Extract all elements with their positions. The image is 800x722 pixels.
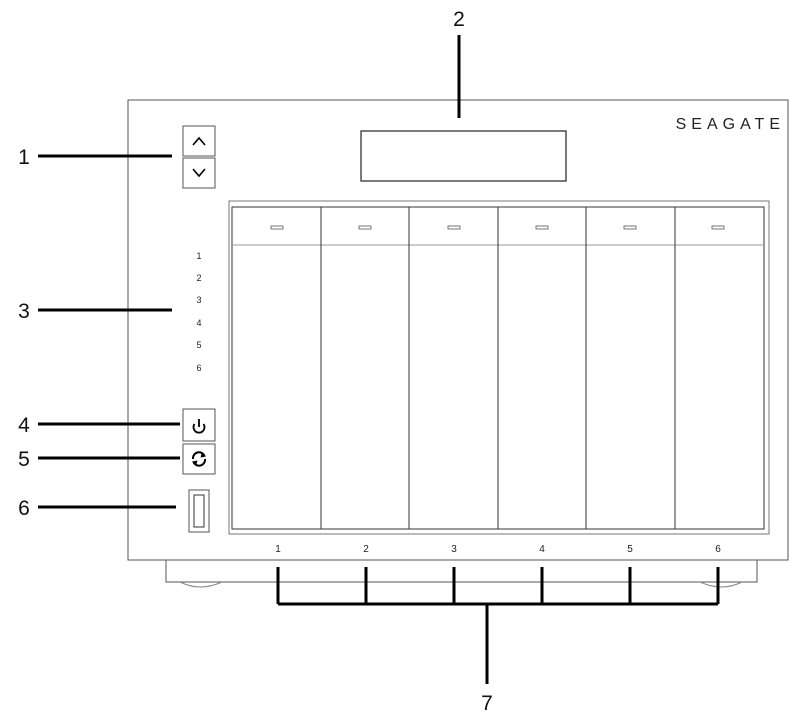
callout-leaders bbox=[38, 35, 720, 684]
led-label: 3 bbox=[196, 295, 201, 305]
chevron-down-icon bbox=[192, 168, 206, 178]
bay-numbers: 1 2 3 4 5 6 bbox=[275, 544, 721, 555]
led-label: 6 bbox=[196, 363, 201, 373]
callout-7: 7 bbox=[481, 692, 493, 715]
drive-trays bbox=[232, 207, 764, 529]
lcd-display bbox=[360, 130, 567, 182]
callout-6: 6 bbox=[18, 497, 30, 520]
tray-handle[interactable] bbox=[535, 225, 549, 230]
refresh-icon bbox=[191, 451, 207, 467]
base bbox=[165, 559, 758, 588]
bay-number: 3 bbox=[451, 544, 457, 555]
copy-button[interactable] bbox=[182, 443, 216, 475]
tray-handle[interactable] bbox=[711, 225, 725, 230]
bay-number: 1 bbox=[275, 544, 281, 555]
led-label: 4 bbox=[196, 318, 201, 328]
callout-labels: 2 1 3 4 5 6 7 bbox=[18, 8, 493, 715]
usb-port-icon bbox=[193, 494, 205, 528]
bay-number: 5 bbox=[627, 544, 633, 555]
callout-2: 2 bbox=[453, 8, 465, 31]
bay-number: 4 bbox=[539, 544, 545, 555]
led-label: 5 bbox=[196, 340, 201, 350]
callout-4: 4 bbox=[18, 414, 30, 437]
tray-handle[interactable] bbox=[270, 225, 284, 230]
led-label: 1 bbox=[196, 251, 201, 261]
brand-logo: SEAGATE bbox=[676, 116, 785, 133]
up-button[interactable] bbox=[182, 125, 216, 157]
chevron-up-icon bbox=[192, 136, 206, 146]
bay-number: 6 bbox=[715, 544, 721, 555]
usb-port[interactable] bbox=[188, 489, 210, 533]
tray-handle[interactable] bbox=[623, 225, 637, 230]
power-button[interactable] bbox=[182, 408, 216, 442]
bay-number: 2 bbox=[363, 544, 369, 555]
power-icon bbox=[192, 419, 206, 434]
tray-handle[interactable] bbox=[358, 225, 372, 230]
drive-status-leds: 1 2 3 4 5 6 bbox=[196, 251, 201, 373]
led-label: 2 bbox=[196, 273, 201, 283]
tray-handle[interactable] bbox=[447, 225, 461, 230]
callout-5: 5 bbox=[18, 448, 30, 471]
callout-1: 1 bbox=[18, 146, 30, 169]
down-button[interactable] bbox=[182, 157, 216, 189]
callout-3: 3 bbox=[18, 300, 30, 323]
